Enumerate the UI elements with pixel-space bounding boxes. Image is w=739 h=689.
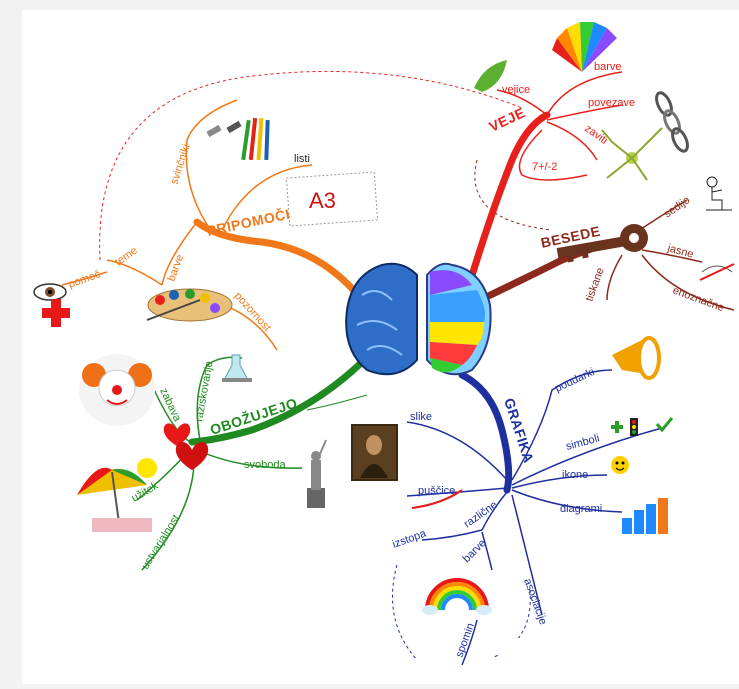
leaf-icon bbox=[474, 60, 507, 92]
dashed-link-veje-besede bbox=[474, 159, 553, 231]
sedijo-label: sedijo bbox=[662, 194, 692, 220]
povezave-label: povezave bbox=[588, 97, 635, 109]
branch-pripomocki: PRIPOMOČKI svinčniki listi barve teme po… bbox=[33, 99, 379, 351]
rainbow-icon bbox=[422, 578, 492, 615]
barve-red-line bbox=[546, 71, 623, 116]
pripomocki-main-line bbox=[193, 218, 366, 304]
neuron-icon bbox=[601, 127, 663, 181]
hearts-icon bbox=[163, 423, 209, 470]
teme-line bbox=[106, 259, 163, 286]
teme-label: teme bbox=[113, 245, 140, 269]
pomoc-line bbox=[61, 271, 108, 286]
sitting-figure-icon bbox=[706, 176, 732, 211]
dashed-link-izstopa bbox=[392, 564, 418, 661]
mona-lisa-icon bbox=[351, 424, 398, 481]
ikone-label: ikone bbox=[562, 469, 588, 481]
crossed-word-icon bbox=[699, 263, 735, 281]
bottom-overlay bbox=[500, 638, 720, 684]
dashed-link-top bbox=[99, 70, 523, 261]
symbols-icon bbox=[611, 417, 674, 436]
eye-icon bbox=[33, 283, 67, 301]
barve-line bbox=[161, 221, 198, 286]
listi-line bbox=[221, 164, 313, 231]
zaviti-line bbox=[546, 121, 598, 161]
mind-map-canvas: PRIPOMOČKI svinčniki listi barve teme po… bbox=[22, 10, 739, 684]
slike-label: slike bbox=[410, 411, 432, 423]
veje-main-line bbox=[466, 111, 551, 286]
pripomocki-label: PRIPOMOČKI bbox=[205, 203, 302, 239]
a3-label: A3 bbox=[309, 188, 336, 213]
listi-label: listi bbox=[294, 153, 310, 165]
branch-besede: BESEDE sedijo jasne tiskane enoznačne bbox=[476, 176, 735, 315]
branch-veje: VEJE vejice barve povezave zaviti 7+/-2 bbox=[466, 22, 689, 286]
barve-orange-label: barve bbox=[166, 253, 187, 283]
vejice-label: vejice bbox=[502, 84, 530, 96]
red-arrow-icon bbox=[411, 489, 463, 509]
jasne-line bbox=[641, 249, 703, 263]
a3-paper-icon: A3 bbox=[285, 171, 379, 227]
sevenpm-line bbox=[518, 129, 588, 181]
brain-icon bbox=[345, 262, 492, 376]
pomoc-label: pomoč bbox=[67, 268, 103, 291]
barve-blue-line bbox=[481, 531, 493, 571]
jasne-label: jasne bbox=[665, 242, 694, 261]
tiskane-label: tiskane bbox=[584, 266, 607, 303]
ikone-line bbox=[511, 474, 608, 489]
spomin-label: spomin bbox=[454, 622, 477, 659]
diagrami-line bbox=[511, 489, 623, 513]
mind-map: PRIPOMOČKI svinčniki listi barve teme po… bbox=[33, 22, 735, 684]
razlicne-line bbox=[481, 491, 508, 531]
dashed-link-asociacije bbox=[491, 589, 531, 659]
smiley-icon bbox=[611, 456, 629, 474]
flask-icon bbox=[222, 354, 252, 382]
branch-obozujejo: OBOŽUJEJO raziskovanje zabava svoboda už… bbox=[77, 346, 378, 572]
pencils-icon bbox=[206, 117, 270, 161]
poudarki-line bbox=[511, 369, 613, 481]
sevenpm-label: 7+/-2 bbox=[532, 161, 557, 173]
povezave-line bbox=[546, 104, 623, 121]
megaphone-icon bbox=[612, 336, 661, 380]
grafika-main-line bbox=[458, 371, 513, 494]
statue-of-liberty-icon bbox=[307, 439, 327, 508]
vejice-line bbox=[496, 89, 548, 116]
branch-grafika: GRAFIKA poudarki simboli ikone diagrami … bbox=[351, 336, 674, 666]
red-cross-icon bbox=[42, 299, 70, 327]
poudarki-label: poudarki bbox=[553, 366, 596, 395]
color-fan-icon bbox=[552, 22, 617, 72]
svoboda-label: svoboda bbox=[244, 459, 286, 471]
izstopa-label: izstopa bbox=[391, 527, 429, 550]
barve-red-label: barve bbox=[594, 61, 622, 73]
raziskovanje-label: raziskovanje bbox=[193, 360, 215, 422]
beach-umbrella-icon bbox=[77, 458, 157, 532]
raziskovanje-line bbox=[196, 356, 243, 441]
enoznacne-label: enoznačne bbox=[671, 285, 726, 315]
tiskane-line bbox=[606, 254, 623, 301]
enoznacne-line bbox=[641, 254, 735, 311]
zabava-line bbox=[151, 384, 191, 443]
asociacije-label: asociacije bbox=[521, 577, 549, 627]
simboli-line bbox=[511, 427, 663, 486]
diagrami-label: diagrami bbox=[560, 503, 602, 515]
obozujejo-arrow bbox=[306, 394, 368, 411]
izstopa-line bbox=[421, 529, 483, 541]
chain-icon bbox=[655, 91, 689, 153]
clown-icon bbox=[79, 354, 155, 426]
bar-chart-icon bbox=[622, 498, 668, 534]
puscice-label: puščice bbox=[418, 485, 455, 497]
svincniki-line bbox=[185, 99, 238, 233]
slike-line bbox=[406, 421, 508, 481]
razlicne-label: različne bbox=[462, 499, 500, 531]
veje-label: VEJE bbox=[487, 104, 528, 134]
asociacije-line bbox=[511, 494, 543, 616]
spomin-line bbox=[461, 619, 478, 666]
key-icon bbox=[556, 224, 648, 263]
paint-palette-icon bbox=[146, 288, 233, 322]
obozujejo-main-line bbox=[188, 346, 378, 446]
